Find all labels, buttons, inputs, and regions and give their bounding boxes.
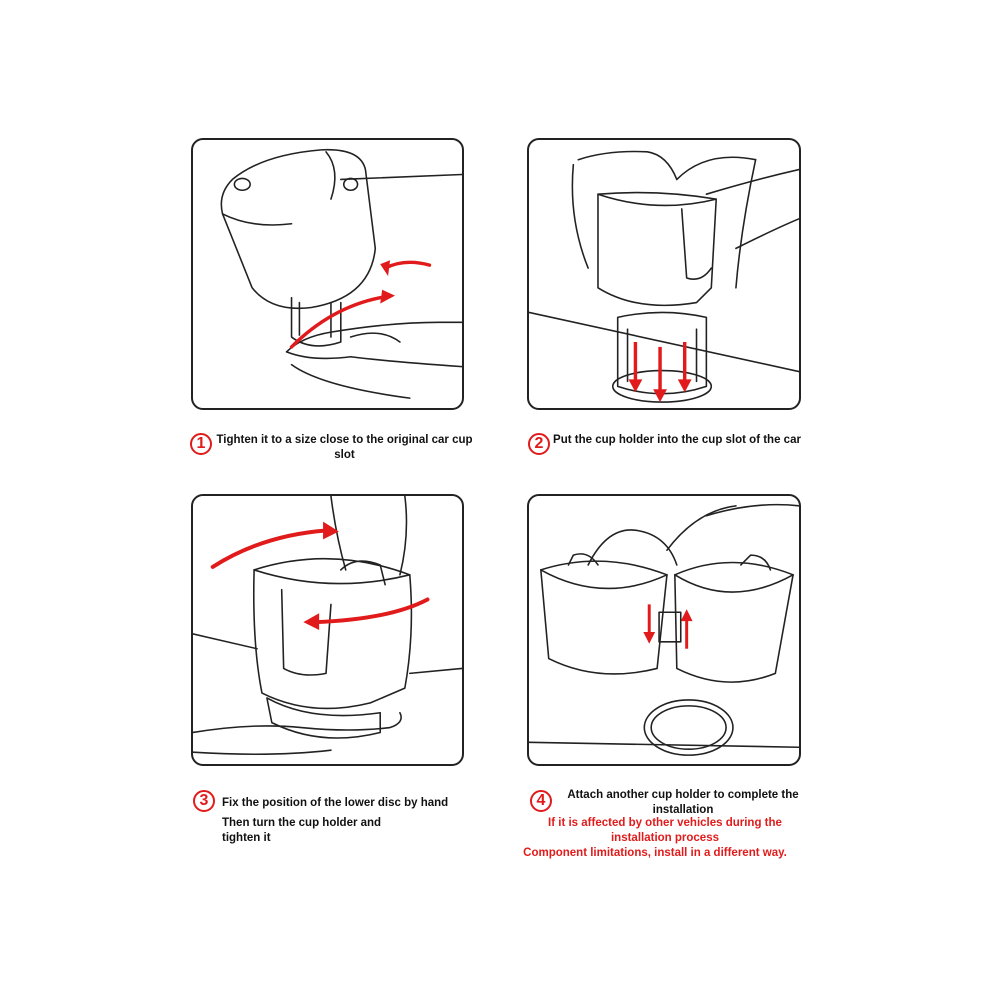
step-3-caption-line-2: Then turn the cup holder and tighten it [222,817,382,844]
step-4-limitation-note: Component limitations, install in a diff… [523,847,787,859]
step-4-illustration [529,503,799,756]
step-3-number: 3 [199,792,209,809]
step-4-number-badge: 4 [530,790,552,812]
step-2-illustration-panel [527,138,801,410]
step-4-number: 4 [536,792,546,809]
step-2-number: 2 [534,435,544,452]
step-3-caption-line-1: Fix the position of the lower disc by ha… [222,797,449,809]
step-2-caption: Put the cup holder into the cup slot of … [553,434,801,446]
step-2-illustration [529,150,799,403]
step-4-illustration-panel [527,494,801,766]
step-3-illustration [193,496,462,756]
step-4-caption: Attach another cup holder to complete th… [567,789,799,816]
step-3-number-badge: 3 [193,790,215,812]
step-2-number-badge: 2 [528,433,550,455]
step-1-illustration [220,148,462,399]
step-1-caption: Tighten it to a size close to the origin… [216,434,473,461]
step-1-number-badge: 1 [190,433,212,455]
step-3-illustration-panel [191,494,464,766]
step-1-number: 1 [196,435,206,452]
step-4-warning-note: If it is affected by other vehicles duri… [548,817,782,844]
step-1-illustration-panel [191,138,464,410]
